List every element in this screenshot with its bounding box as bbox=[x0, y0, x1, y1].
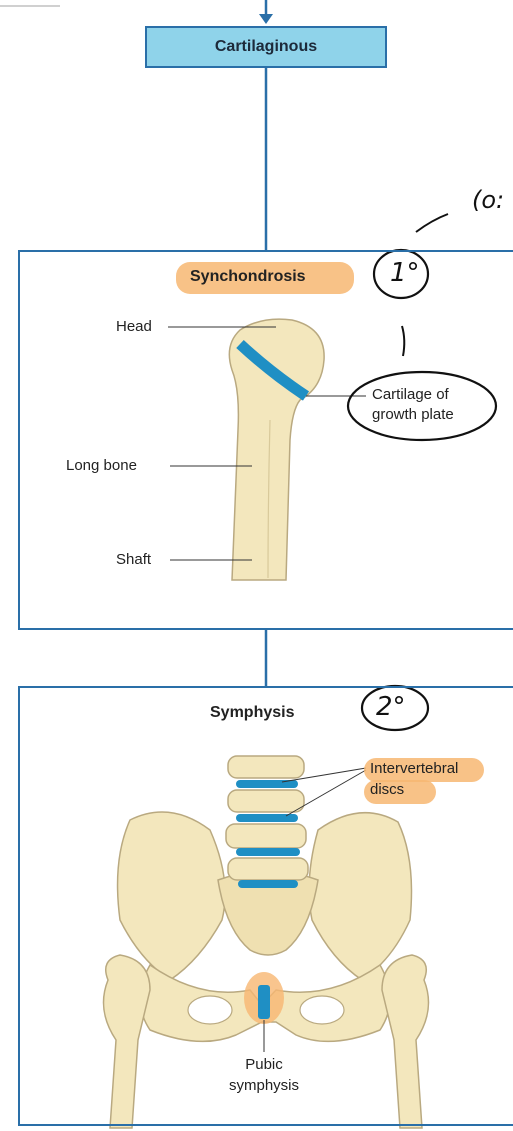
cartilaginous-title: Cartilaginous bbox=[215, 38, 317, 56]
label-intervertebral-line2: discs bbox=[370, 781, 404, 798]
label-pubic-line1: Pubic bbox=[238, 1056, 290, 1073]
arrow-down-icon bbox=[259, 14, 273, 24]
symphysis-title: Symphysis bbox=[210, 704, 294, 722]
handwritten-dash bbox=[416, 214, 448, 232]
label-head: Head bbox=[116, 318, 152, 335]
label-shaft: Shaft bbox=[116, 551, 151, 568]
synchondrosis-title: Synchondrosis bbox=[190, 268, 306, 286]
badge-primary: 1° bbox=[390, 258, 420, 288]
label-cartilage-line1: Cartilage of bbox=[372, 386, 449, 403]
label-cartilage-line2: growth plate bbox=[372, 406, 454, 423]
label-intervertebral-line1: Intervertebral bbox=[370, 760, 458, 777]
badge-secondary: 2° bbox=[376, 692, 406, 722]
label-pubic-line2: symphysis bbox=[212, 1077, 316, 1094]
margin-note: (o: bbox=[472, 186, 504, 214]
cartilaginous-box: Cartilaginous bbox=[145, 26, 387, 68]
synchondrosis-panel bbox=[18, 250, 513, 630]
label-long-bone: Long bone bbox=[66, 457, 137, 474]
